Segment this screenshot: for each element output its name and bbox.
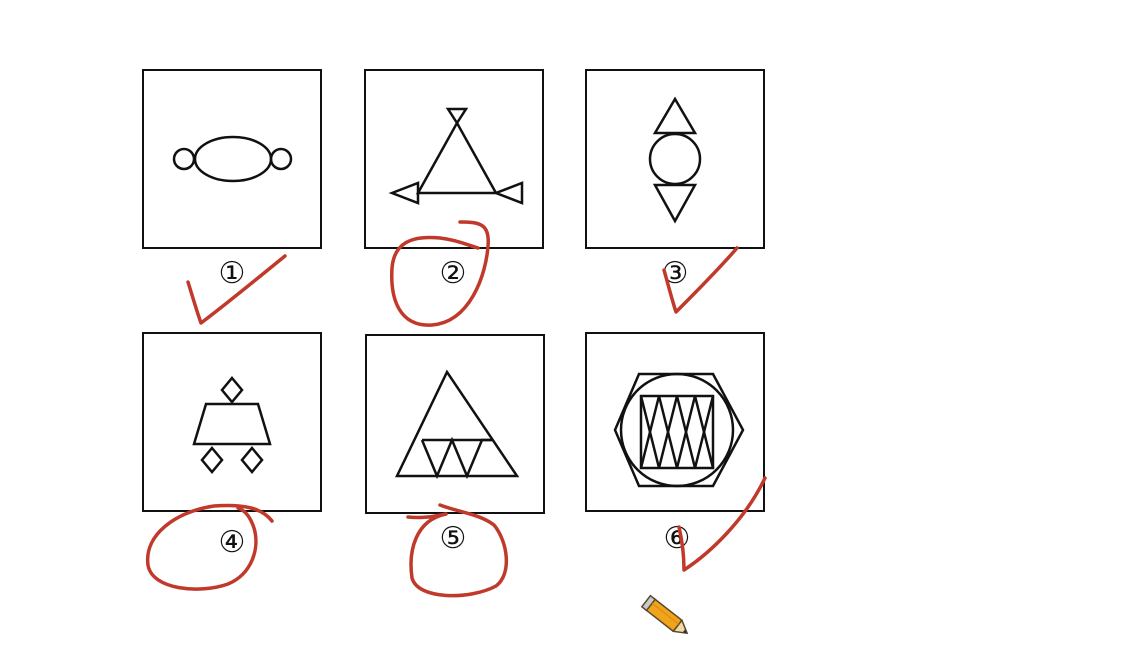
figure-label-4: ④ [218,525,246,560]
figure-panel-4 [142,332,322,512]
figure-3-shape [648,96,702,224]
figure-5-shape [395,369,520,480]
figure-label-1: ① [218,256,246,291]
pencil-icon [640,594,689,635]
figure-1-shape [172,135,293,183]
figure-panel-2 [364,69,544,249]
figure-panel-6 [585,332,765,512]
figure-panel-3 [585,69,765,249]
circle-mark-4 [146,503,274,591]
figure-label-6: ⑥ [663,521,691,556]
figure-panel-5 [365,334,545,514]
figure-4-shape [192,376,272,474]
figure-2-shape [388,107,524,205]
figure-panel-1 [142,69,322,249]
figure-label-2: ② [439,256,467,291]
figure-label-3: ③ [661,256,689,291]
figure-6-shape [613,372,745,488]
figure-label-5: ⑤ [439,521,467,556]
